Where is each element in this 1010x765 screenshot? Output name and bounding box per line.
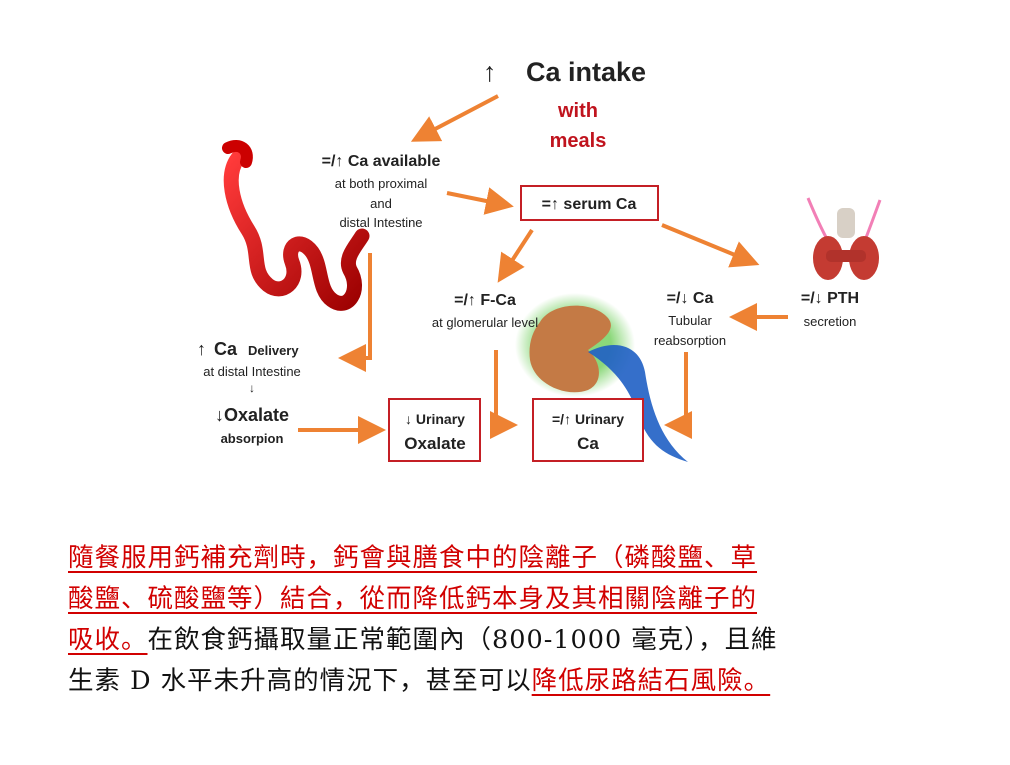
thyroid-image <box>806 197 882 280</box>
arrow-tubular-to-urinary-ca <box>664 352 692 439</box>
ca-available-line3: distal Intestine <box>339 215 422 230</box>
oxalate-abs-title: ↓Oxalate <box>215 405 289 425</box>
caption-black-text: 在飲食鈣攝取量正常範圍內（800-1000 毫克），且維 <box>147 625 778 655</box>
ca-available-title: =/↑ Ca available <box>322 153 441 170</box>
caption-line-4: 生素 D 水平未升高的情況下，甚至可以降低尿路結石風險。 <box>68 661 948 702</box>
urinary-oxalate-top: ↓ Urinary <box>405 411 465 427</box>
arrow-serum-to-pth <box>661 223 760 268</box>
with-meals-line1: with <box>557 100 598 122</box>
oxalate-abs-sub: absorpion <box>221 431 284 446</box>
fca-title: =/↑ F-Ca <box>454 292 516 309</box>
caption-red-text: 降低尿路結石風險。 <box>531 666 771 696</box>
ca-available-line1: at both proximal <box>335 176 428 191</box>
delivery-down-arrow: ↓ <box>249 381 255 395</box>
caption-red-text: 隨餐服用鈣補充劑時，鈣會與膳食中的陰離子（磷酸鹽、草 <box>68 543 758 573</box>
caption-red-text: 酸鹽、硫酸鹽等）結合，從而降低鈣本身及其相關陰離子的 <box>68 584 758 614</box>
ca-available-line2: and <box>370 196 392 211</box>
tubular-line2: reabsorption <box>654 333 726 348</box>
caption-text: 隨餐服用鈣補充劑時，鈣會與膳食中的陰離子（磷酸鹽、草 酸鹽、硫酸鹽等）結合，從而… <box>68 538 948 702</box>
serum-ca-label: =↑ serum Ca <box>542 196 637 213</box>
with-meals-line2: meals <box>550 130 607 152</box>
intestine-image <box>222 140 370 311</box>
arrow-available-to-serum <box>446 187 514 215</box>
arrow-fca-to-urinary-ca <box>490 350 518 439</box>
tubular-title: =/↓ Ca <box>667 290 714 307</box>
caption-red-text: 吸收。 <box>68 625 148 655</box>
intake-label: Ca intake <box>526 57 646 87</box>
arrow-intake-to-intestine <box>410 94 499 142</box>
arrow-serum-to-fca <box>497 228 534 283</box>
delivery-sub: at distal Intestine <box>203 364 301 379</box>
tubular-line1: Tubular <box>668 313 712 328</box>
urinary-ca-box <box>532 398 644 462</box>
fca-sub: at glomerular level <box>432 315 538 330</box>
urinary-ca-bottom: Ca <box>577 434 599 453</box>
urinary-ca-top: =/↑ Urinary <box>552 411 624 427</box>
caption-line-2: 酸鹽、硫酸鹽等）結合，從而降低鈣本身及其相關陰離子的 <box>68 579 948 620</box>
delivery-word: Delivery <box>248 343 299 358</box>
intake-arrow: ↑ <box>483 57 497 87</box>
flow-arrows <box>298 94 788 444</box>
serum-ca-box <box>520 185 659 221</box>
caption-line-1: 隨餐服用鈣補充劑時，鈣會與膳食中的陰離子（磷酸鹽、草 <box>68 538 948 579</box>
delivery-ca: Ca <box>214 339 238 359</box>
caption-black-text: 生素 D 水平未升高的情況下，甚至可以 <box>68 666 532 696</box>
pth-title: =/↓ PTH <box>801 290 859 307</box>
pth-sub: secretion <box>804 314 857 329</box>
delivery-arrow: ↑ <box>197 339 206 359</box>
arrow-intestine-to-delivery <box>338 253 372 372</box>
urinary-oxalate-box <box>388 398 481 462</box>
caption-line-3: 吸收。在飲食鈣攝取量正常範圍內（800-1000 毫克），且維 <box>68 620 948 661</box>
urinary-oxalate-bottom: Oxalate <box>404 434 465 453</box>
calcium-oxalate-diagram: ↑ Ca intake with meals =/↑ Ca available … <box>197 57 882 462</box>
